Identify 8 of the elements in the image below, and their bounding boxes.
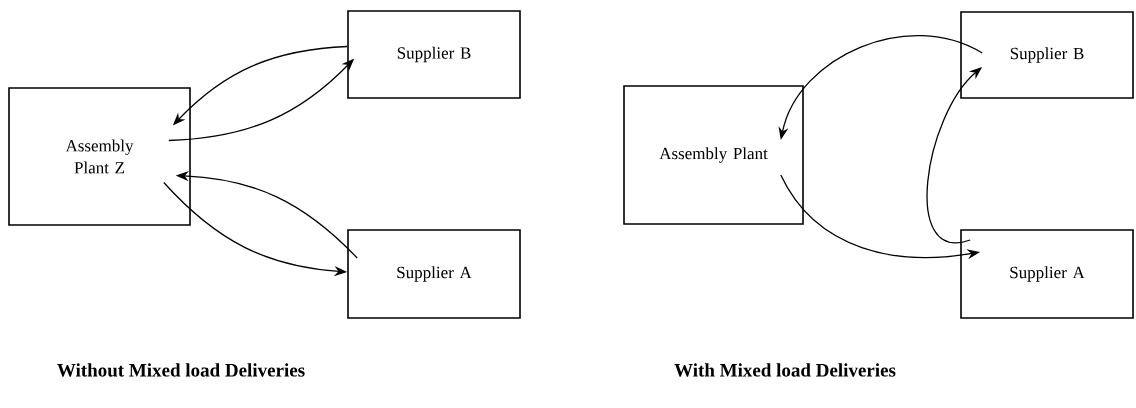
box: Supplier A bbox=[960, 229, 1134, 319]
box: Assembly Plant bbox=[623, 85, 804, 225]
box: Supplier A bbox=[347, 229, 521, 319]
caption: With Mixed load Deliveries bbox=[674, 363, 896, 377]
box: Assembly Plant Z bbox=[8, 87, 191, 226]
caption: Without Mixed load Deliveries bbox=[57, 363, 305, 377]
box: Supplier B bbox=[347, 10, 521, 99]
box: Supplier B bbox=[960, 11, 1134, 99]
